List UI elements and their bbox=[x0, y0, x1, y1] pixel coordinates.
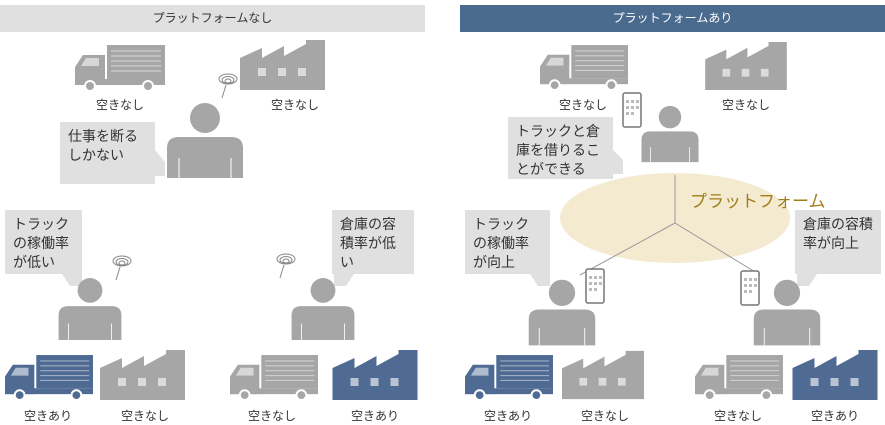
truck-status-label: 空きあり bbox=[483, 409, 532, 423]
speech-bubble: トラックの稼働率が低い bbox=[5, 210, 82, 274]
speech-bubble: トラックの稼働率が向上 bbox=[465, 210, 550, 274]
bubble-tail bbox=[62, 274, 82, 286]
speech-bubble: トラックと倉庫を借りることができる bbox=[508, 117, 613, 179]
truck-status-label: 空きなし bbox=[95, 98, 144, 112]
truck-icon bbox=[75, 45, 165, 93]
person-icon bbox=[55, 278, 125, 340]
person-icon bbox=[752, 275, 822, 350]
warehouse-icon bbox=[100, 350, 185, 400]
person-icon bbox=[640, 94, 700, 174]
smartphone-icon bbox=[585, 268, 605, 304]
speech-bubble: 倉庫の容積率が低い bbox=[332, 210, 414, 274]
warehouse-status-label: 空きなし bbox=[120, 409, 169, 423]
bubble-tail bbox=[530, 274, 550, 286]
truck-status-label: 空きなし bbox=[247, 409, 296, 423]
smartphone-icon bbox=[740, 270, 760, 306]
bubble-tail bbox=[613, 150, 623, 174]
bubble-tail bbox=[797, 274, 817, 286]
panel-title-without-platform: プラットフォームなし bbox=[0, 5, 425, 32]
truck-status-label: 空きなし bbox=[558, 98, 607, 112]
warehouse-icon bbox=[790, 350, 880, 400]
truck-icon bbox=[695, 355, 783, 402]
truck-icon bbox=[5, 355, 93, 402]
warehouse-status-label: 空きなし bbox=[580, 409, 629, 423]
truck-status-label: 空きあり bbox=[23, 409, 72, 423]
warehouse-icon bbox=[330, 350, 420, 400]
bubble-tail bbox=[155, 150, 165, 176]
truck-icon bbox=[465, 355, 553, 402]
speech-bubble: 仕事を断るしかない bbox=[60, 122, 155, 184]
warehouse-icon bbox=[705, 42, 787, 90]
warehouse-status-label: 空きなし bbox=[721, 98, 770, 112]
warehouse-icon bbox=[240, 40, 325, 90]
confusion-icon bbox=[218, 73, 238, 99]
warehouse-status-label: 空きあり bbox=[810, 409, 859, 423]
warehouse-status-label: 空きなし bbox=[270, 98, 319, 112]
person-icon bbox=[165, 103, 245, 178]
platform-diagram bbox=[560, 173, 790, 276]
truck-status-label: 空きなし bbox=[713, 409, 762, 423]
warehouse-icon bbox=[562, 350, 644, 400]
connection-lines bbox=[579, 175, 761, 276]
warehouse-status-label: 空きあり bbox=[350, 409, 399, 423]
bubble-tail bbox=[334, 274, 354, 286]
truck-icon bbox=[230, 355, 318, 402]
smartphone-icon bbox=[622, 92, 642, 128]
panel-title-with-platform: プラットフォームあり bbox=[460, 5, 885, 32]
platform-label: プラットフォーム bbox=[690, 192, 826, 212]
person-icon bbox=[288, 278, 358, 340]
speech-bubble: 倉庫の容積率が向上 bbox=[795, 210, 881, 274]
confusion-icon bbox=[276, 253, 296, 279]
truck-icon bbox=[540, 45, 628, 92]
